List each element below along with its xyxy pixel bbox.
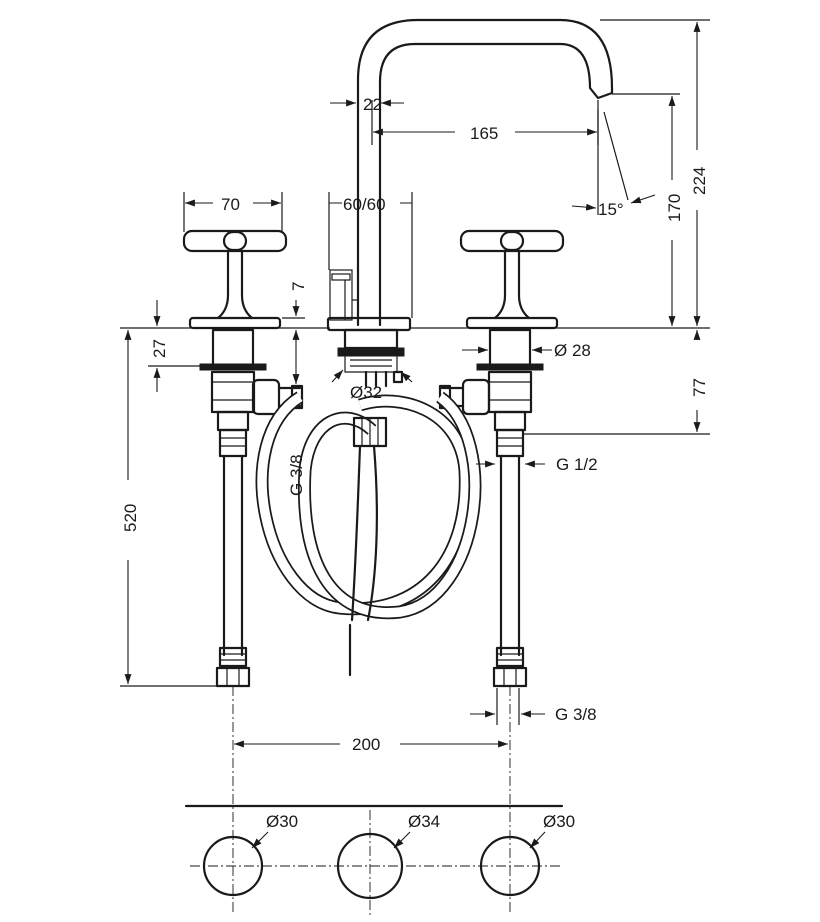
spout-base [326,316,412,388]
dim-spout-thread: Ø32 [350,383,382,402]
center-lines [190,686,562,915]
hole-right [479,835,541,897]
right-supply-hose [492,428,528,688]
dimension-labels: 22 165 70 60/60 15° 170 224 7 27 Ø 28 Ø3… [121,95,709,831]
connection-hoses [255,391,482,677]
dim-hole-center: Ø34 [408,812,440,831]
dim-hole-left: Ø30 [266,812,298,831]
dim-spout-reach: 165 [470,124,498,143]
right-valve-handle [459,229,565,330]
hole-center [336,832,404,900]
dimension-lines [120,19,710,849]
dim-rosette-height: 7 [289,282,308,291]
dim-hole-right: Ø30 [543,812,575,831]
dim-hose-thread-spout: G 3/8 [287,454,306,496]
hole-left [202,835,264,897]
dim-spout-angle: 15° [598,200,624,219]
dim-spout-tube-width: 22 [363,95,382,114]
dim-total-height: 224 [690,167,709,195]
dim-body-depth: 77 [690,378,709,397]
deck-plan [184,804,564,900]
left-valve-handle [182,229,288,330]
right-valve-body [438,328,544,432]
dim-spout-base: 60/60 [343,195,386,214]
dim-valve-thread: G 1/2 [556,455,598,474]
dim-shank-offset: 27 [150,339,169,358]
dim-outlet-height: 170 [665,194,684,222]
dim-supply-thread: G 3/8 [555,705,597,724]
left-supply-hose [215,428,251,688]
spout [329,18,614,327]
dim-hose-length: 520 [121,504,140,532]
dim-shank-diameter: Ø 28 [554,341,591,360]
dim-valve-spacing: 200 [352,735,380,754]
dim-handle-span: 70 [221,195,240,214]
